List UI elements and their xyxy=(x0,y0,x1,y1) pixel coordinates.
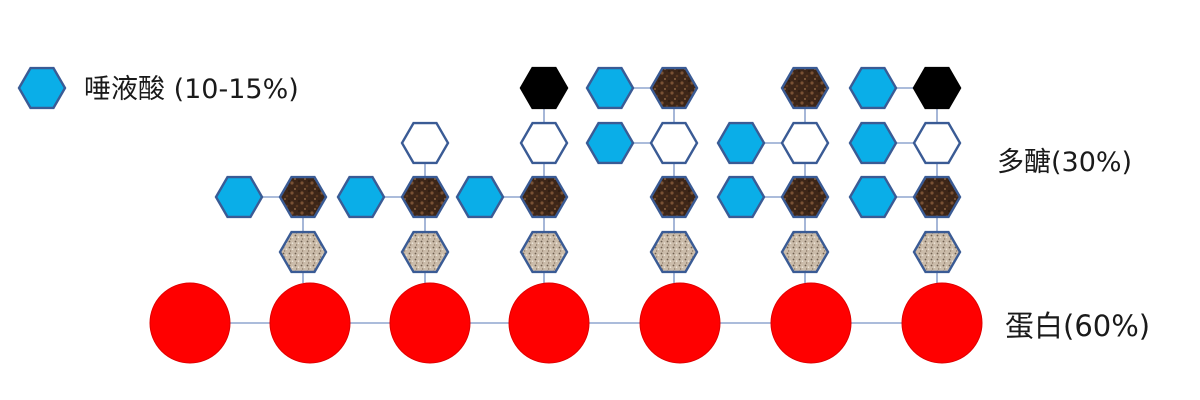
chain-6-speckled-hexagon-1 xyxy=(912,230,962,274)
protein-backbone xyxy=(149,282,983,364)
chain-5-dark-hexagon-2 xyxy=(780,175,830,219)
chain-1-sialic-acid-hexagon-2 xyxy=(214,175,264,219)
chain-2-white-hexagon-3 xyxy=(400,121,450,165)
chain-4-speckled-hexagon-1 xyxy=(649,230,699,274)
protein-circle-5 xyxy=(639,282,721,364)
chain-4-dark-hexagon-4 xyxy=(649,66,699,110)
sugar-units xyxy=(17,66,962,274)
protein-circle-7 xyxy=(901,282,983,364)
chain-1-dark-hexagon-2 xyxy=(278,175,328,219)
chain-4-dark-hexagon-2 xyxy=(649,175,699,219)
chain-2-speckled-hexagon-1 xyxy=(400,230,450,274)
chain-5-white-hexagon-3 xyxy=(780,121,830,165)
chain-3-sialic-acid-hexagon-2 xyxy=(455,175,505,219)
chain-3-speckled-hexagon-1 xyxy=(519,230,569,274)
protein-circle-3 xyxy=(389,282,471,364)
blue-hexagon-icon xyxy=(17,66,67,110)
chain-2-dark-hexagon-2 xyxy=(400,175,450,219)
chain-6-dark-hexagon-2 xyxy=(912,175,962,219)
protein-circle-4 xyxy=(508,282,590,364)
chain-4-sialic-acid-hexagon-3 xyxy=(585,121,635,165)
chain-2-sialic-acid-hexagon-2 xyxy=(336,175,386,219)
chain-5-sialic-acid-hexagon-2 xyxy=(716,175,766,219)
chain-4-white-hexagon-3 xyxy=(649,121,699,165)
protein-label: 蛋白(60%) xyxy=(1005,309,1151,343)
chain-6-sialic-acid-hexagon-3 xyxy=(848,121,898,165)
chain-6-white-hexagon-3 xyxy=(912,121,962,165)
protein-circle-2 xyxy=(269,282,351,364)
protein-circle-1 xyxy=(149,282,231,364)
chain-6-sialic-acid-hexagon-2 xyxy=(848,175,898,219)
chain-1-speckled-hexagon-1 xyxy=(278,230,328,274)
chain-6-black-hexagon-4 xyxy=(912,66,962,110)
chain-3-white-hexagon-3 xyxy=(519,121,569,165)
chain-3-dark-hexagon-2 xyxy=(519,175,569,219)
chain-5-sialic-acid-hexagon-3 xyxy=(716,121,766,165)
legend-label-sialic-acid: 唾液酸 (10-15%) xyxy=(84,74,299,105)
chain-6-sialic-acid-hexagon-4 xyxy=(848,66,898,110)
chain-5-speckled-hexagon-1 xyxy=(780,230,830,274)
chain-5-dark-hexagon-4 xyxy=(780,66,830,110)
chain-4-sialic-acid-hexagon-4 xyxy=(585,66,635,110)
protein-circle-6 xyxy=(770,282,852,364)
chain-3-black-hexagon-4 xyxy=(519,66,569,110)
polysaccharide-label: 多醣(30%) xyxy=(997,147,1133,178)
